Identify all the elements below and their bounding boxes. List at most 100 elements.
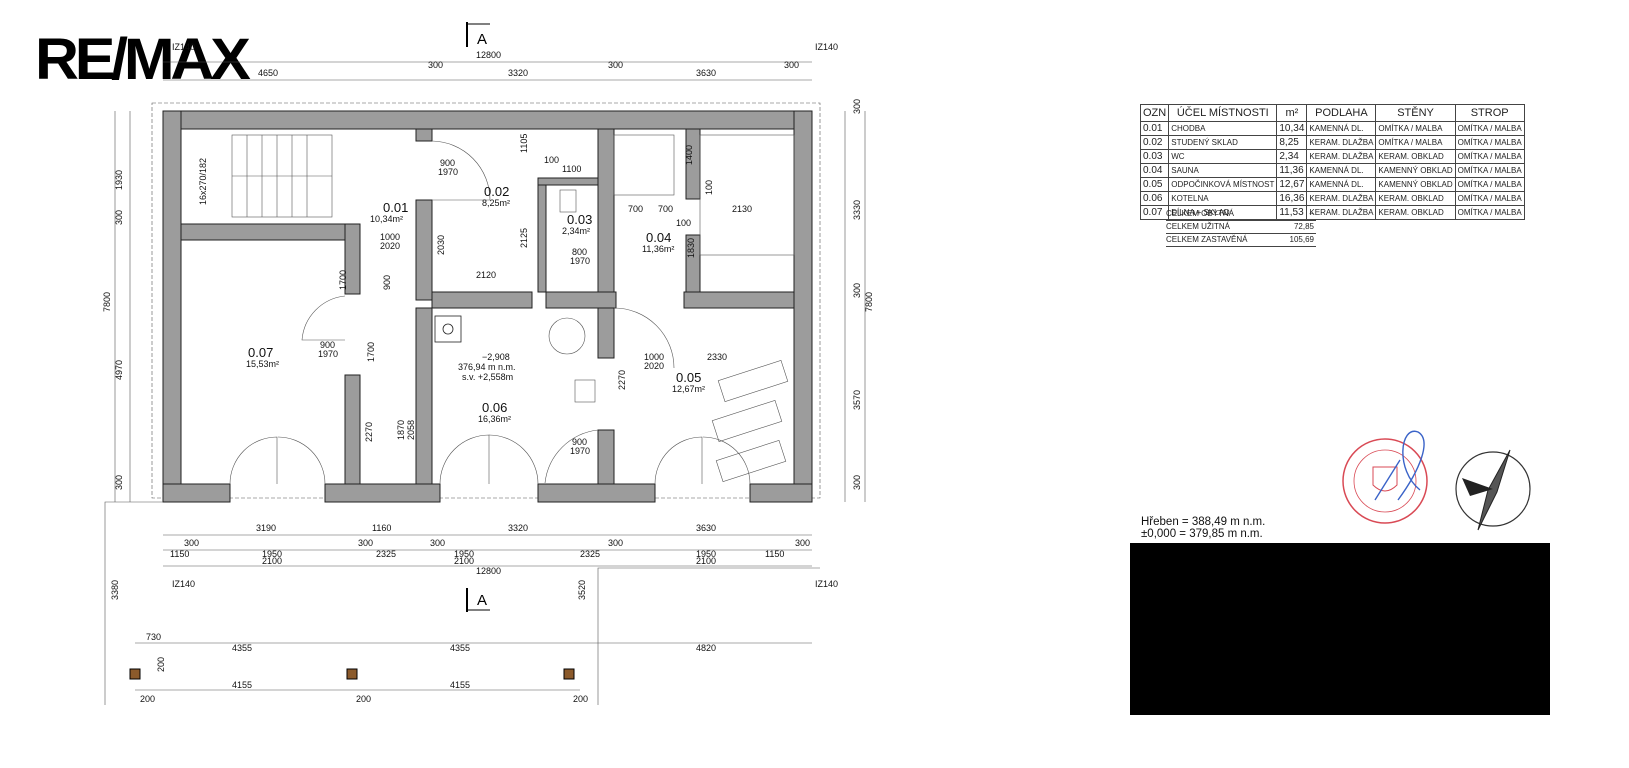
svg-text:300: 300: [114, 475, 124, 490]
svg-text:4155: 4155: [232, 680, 252, 690]
svg-text:300: 300: [608, 60, 623, 70]
svg-text:2020: 2020: [644, 361, 664, 371]
svg-text:A: A: [477, 31, 487, 48]
svg-text:2125: 2125: [519, 228, 529, 248]
loungers: [711, 359, 789, 483]
svg-text:2330: 2330: [707, 352, 727, 362]
svg-text:12800: 12800: [476, 50, 501, 60]
svg-text:300: 300: [430, 538, 445, 548]
svg-text:3380: 3380: [110, 580, 120, 600]
svg-text:300: 300: [784, 60, 799, 70]
svg-text:900: 900: [440, 158, 455, 168]
table-cell: 16,36: [1276, 191, 1308, 206]
svg-text:1830: 1830: [686, 238, 696, 258]
boiler: [434, 315, 462, 343]
table-cell: 0.05: [1139, 177, 1170, 192]
table-cell: 12,67: [1276, 177, 1308, 192]
svg-text:s.v. +2,558m: s.v. +2,558m: [462, 372, 513, 382]
table-cell: 11,53: [1276, 205, 1308, 220]
svg-text:3190: 3190: [256, 523, 276, 533]
table-cell: OMÍTKA / MALBA: [1375, 121, 1456, 136]
tank: [548, 317, 586, 355]
svg-text:2325: 2325: [376, 549, 396, 559]
izo-label: IZ140: [172, 42, 195, 52]
table-cell: OMÍTKA / MALBA: [1375, 135, 1456, 150]
table-cell: 10,34: [1276, 121, 1308, 136]
svg-text:3630: 3630: [696, 68, 716, 78]
table-cell: 0.04: [1139, 163, 1170, 178]
table-cell: SAUNA: [1168, 163, 1278, 178]
shower: [613, 134, 675, 196]
column-header: STĚNY: [1375, 104, 1456, 122]
table-cell: 8,25: [1276, 135, 1308, 150]
svg-text:200: 200: [140, 694, 155, 704]
sink: [574, 379, 596, 403]
svg-text:15,53m²: 15,53m²: [246, 359, 279, 369]
svg-text:0.07: 0.07: [248, 345, 273, 360]
staircase: 16x270/182: [198, 134, 333, 218]
outer-walls: [162, 110, 813, 503]
svg-text:0.02: 0.02: [484, 184, 509, 199]
table-cell: 0.01: [1139, 121, 1170, 136]
svg-text:700: 700: [658, 204, 673, 214]
svg-text:376,94 m n.m.: 376,94 m n.m.: [458, 362, 516, 372]
svg-text:1970: 1970: [570, 256, 590, 266]
svg-text:2100: 2100: [454, 556, 474, 566]
svg-text:0.03: 0.03: [567, 212, 592, 227]
svg-text:200: 200: [573, 694, 588, 704]
table-cell: STUDENÝ SKLAD: [1168, 135, 1278, 150]
svg-text:2058: 2058: [406, 420, 416, 440]
svg-text:730: 730: [146, 632, 161, 642]
table-cell: KERAM. DLAŽBA: [1306, 135, 1377, 150]
svg-text:300: 300: [852, 99, 862, 114]
table-cell: 11,36: [1276, 163, 1308, 178]
section-mark-bottom: A: [466, 588, 490, 612]
svg-text:1700: 1700: [366, 342, 376, 362]
remax-logo: RE/MAX: [34, 27, 251, 92]
svg-text:300: 300: [795, 538, 810, 548]
izo-label: IZ140: [815, 579, 838, 589]
svg-text:3330: 3330: [852, 200, 862, 220]
table-cell: KAMENNÁ DL.: [1306, 177, 1377, 192]
table-cell: 0.02: [1139, 135, 1170, 150]
svg-text:700: 700: [628, 204, 643, 214]
table-cell: DÍLNA + SKLAD: [1168, 205, 1278, 220]
table-cell: OMÍTKA / MALBA: [1454, 177, 1525, 192]
svg-text:300: 300: [358, 538, 373, 548]
signature: [1374, 430, 1425, 501]
svg-text:2120: 2120: [476, 270, 496, 280]
svg-text:3320: 3320: [508, 68, 528, 78]
svg-text:900: 900: [320, 340, 335, 350]
izo-label: IZ140: [172, 579, 195, 589]
ridge-height: Hřeben = 388,49 m n.m.: [1141, 516, 1266, 528]
table-cell: KAMENNÝ OBKLAD: [1375, 163, 1456, 178]
table-cell: OMÍTKA / MALBA: [1454, 121, 1525, 136]
svg-text:800: 800: [572, 247, 587, 257]
svg-text:0.05: 0.05: [676, 370, 701, 385]
svg-text:−2,908: −2,908: [482, 352, 510, 362]
post: [346, 668, 358, 680]
table-cell: OMÍTKA / MALBA: [1454, 191, 1525, 206]
svg-text:1950: 1950: [454, 549, 474, 559]
svg-text:4355: 4355: [450, 643, 470, 653]
izo-label: IZ140: [815, 42, 838, 52]
column-header: ÚČEL MÍSTNOSTI: [1168, 104, 1278, 122]
svg-text:0.01: 0.01: [383, 200, 408, 215]
total-row: CELKEM OBYTNÁ–: [1166, 209, 1316, 221]
svg-text:10,34m²: 10,34m²: [370, 214, 403, 224]
svg-text:1970: 1970: [570, 446, 590, 456]
table-cell: OMÍTKA / MALBA: [1454, 163, 1525, 178]
table-cell: KERAM. OBKLAD: [1375, 205, 1456, 220]
column-header: PODLAHA: [1306, 104, 1377, 122]
svg-text:4650: 4650: [258, 68, 278, 78]
svg-text:2270: 2270: [364, 422, 374, 442]
svg-text:300: 300: [852, 475, 862, 490]
inner-walls: [180, 128, 795, 485]
